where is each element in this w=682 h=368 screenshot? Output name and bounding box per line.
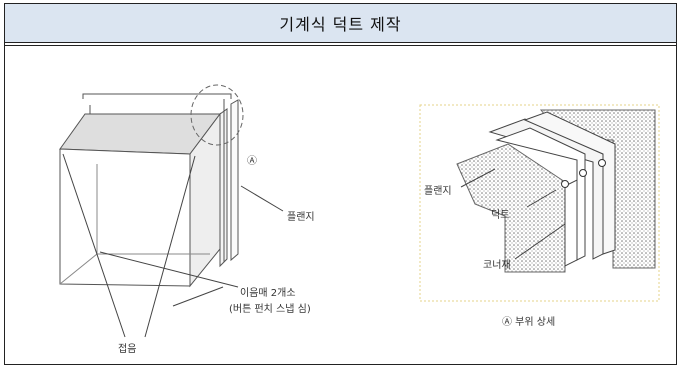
detail-duct-label: 덕트 xyxy=(491,209,509,221)
duct-illustration: Ⓐ 플랜지 이음매 2개소 (버튼 펀치 스냅 심) 접음 xyxy=(59,84,660,355)
page-title: 기계식 덕트 제작 xyxy=(5,4,676,43)
duct-box-drawing xyxy=(59,93,239,288)
seam-label-line2: (버튼 펀치 스냅 심) xyxy=(229,303,311,315)
title-divider xyxy=(5,45,676,46)
detail-corner-label: 코너재 xyxy=(483,259,511,271)
callout-circle xyxy=(190,84,244,146)
detail-leader-lines xyxy=(460,168,566,260)
callout-marker: Ⓐ xyxy=(247,155,257,167)
seam-label-line1: 이음매 2개소 xyxy=(240,287,296,299)
detail-flange-label: 플랜지 xyxy=(424,185,452,197)
leader-lines xyxy=(62,153,284,338)
detail-drawing xyxy=(456,109,656,273)
figure-frame: 기계식 덕트 제작 xyxy=(4,3,677,365)
fold-label: 접음 xyxy=(118,343,136,355)
detail-caption: Ⓐ 부위 상세 xyxy=(502,315,555,328)
flange-label: 플랜지 xyxy=(287,211,315,223)
